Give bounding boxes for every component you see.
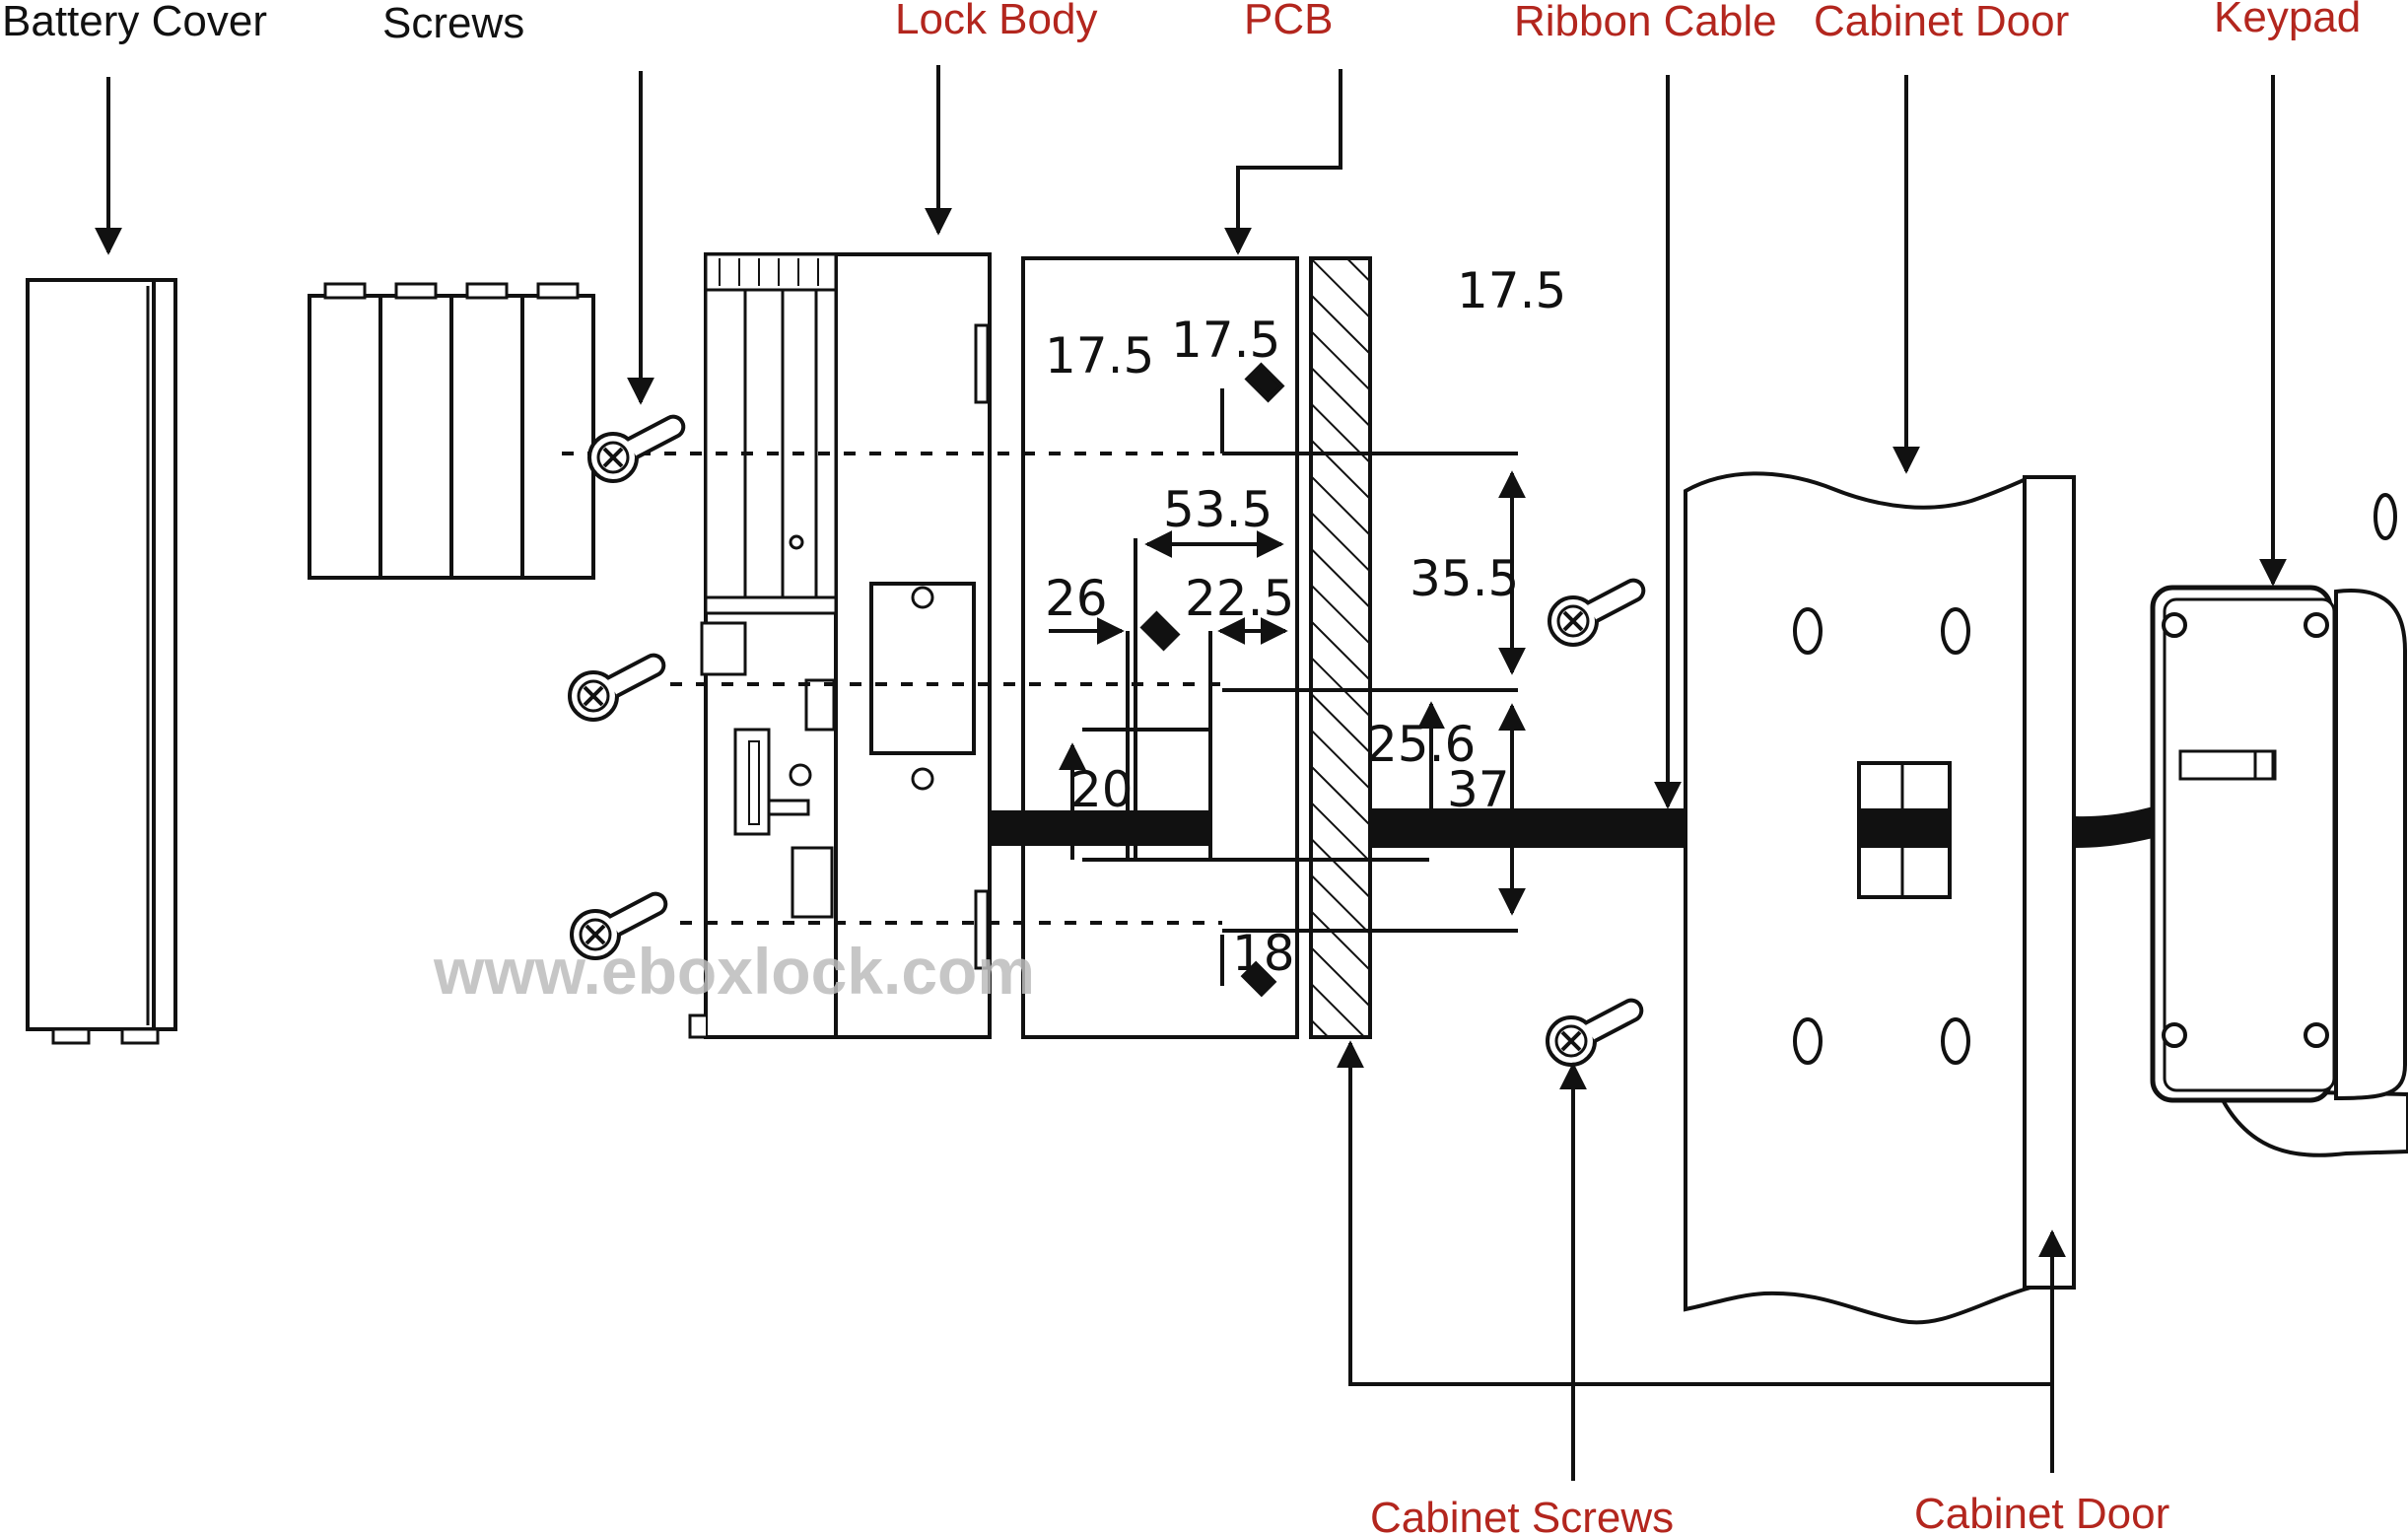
label-lock-body: Lock Body (895, 0, 1097, 43)
pcb (1021, 256, 1299, 1039)
label-battery-cover: Battery Cover (2, 0, 267, 45)
cabinet-door-panel (1684, 471, 2076, 1325)
dimension-17-5-left: 17.5 (1045, 327, 1154, 384)
label-pcb: PCB (1244, 0, 1333, 43)
label-cabinet-door-top: Cabinet Door (1814, 0, 2069, 45)
battery-cover (26, 278, 177, 1045)
dimension-lines (1049, 362, 1526, 998)
dimension-18: 18 (1232, 925, 1295, 982)
watermark: www.eboxlock.com (433, 935, 1035, 1008)
keypad (2150, 493, 2408, 1157)
screw-icon (1546, 998, 1644, 1067)
dimension-37: 37 (1447, 761, 1510, 818)
alignment-lines (562, 452, 1222, 925)
dimension-35-5: 35.5 (1410, 550, 1519, 607)
screw-icon (587, 414, 686, 483)
label-cabinet-door-bottom: Cabinet Door (1914, 1490, 2169, 1536)
dimension-53-5: 53.5 (1163, 481, 1273, 538)
dimension-17-5-top-right: 17.5 (1457, 262, 1566, 319)
screw-icon (568, 653, 666, 722)
dimension-22-5: 22.5 (1185, 570, 1294, 627)
dimension-26: 26 (1045, 570, 1108, 627)
batteries (308, 282, 595, 580)
lock-body (688, 252, 992, 1039)
label-keypad: Keypad (2214, 0, 2361, 41)
label-screws: Screws (382, 0, 524, 47)
label-cabinet-screws: Cabinet Screws (1370, 1494, 1674, 1536)
screw-icon (1548, 578, 1646, 647)
dimension-20: 20 (1070, 761, 1134, 818)
label-leaders (95, 65, 2287, 1481)
dimension-25-6: 25.6 (1366, 716, 1476, 773)
label-ribbon-cable: Ribbon Cable (1514, 0, 1777, 45)
dimension-17-5-center: 17.5 (1171, 312, 1280, 369)
door-section-hatched (1309, 256, 1372, 1039)
